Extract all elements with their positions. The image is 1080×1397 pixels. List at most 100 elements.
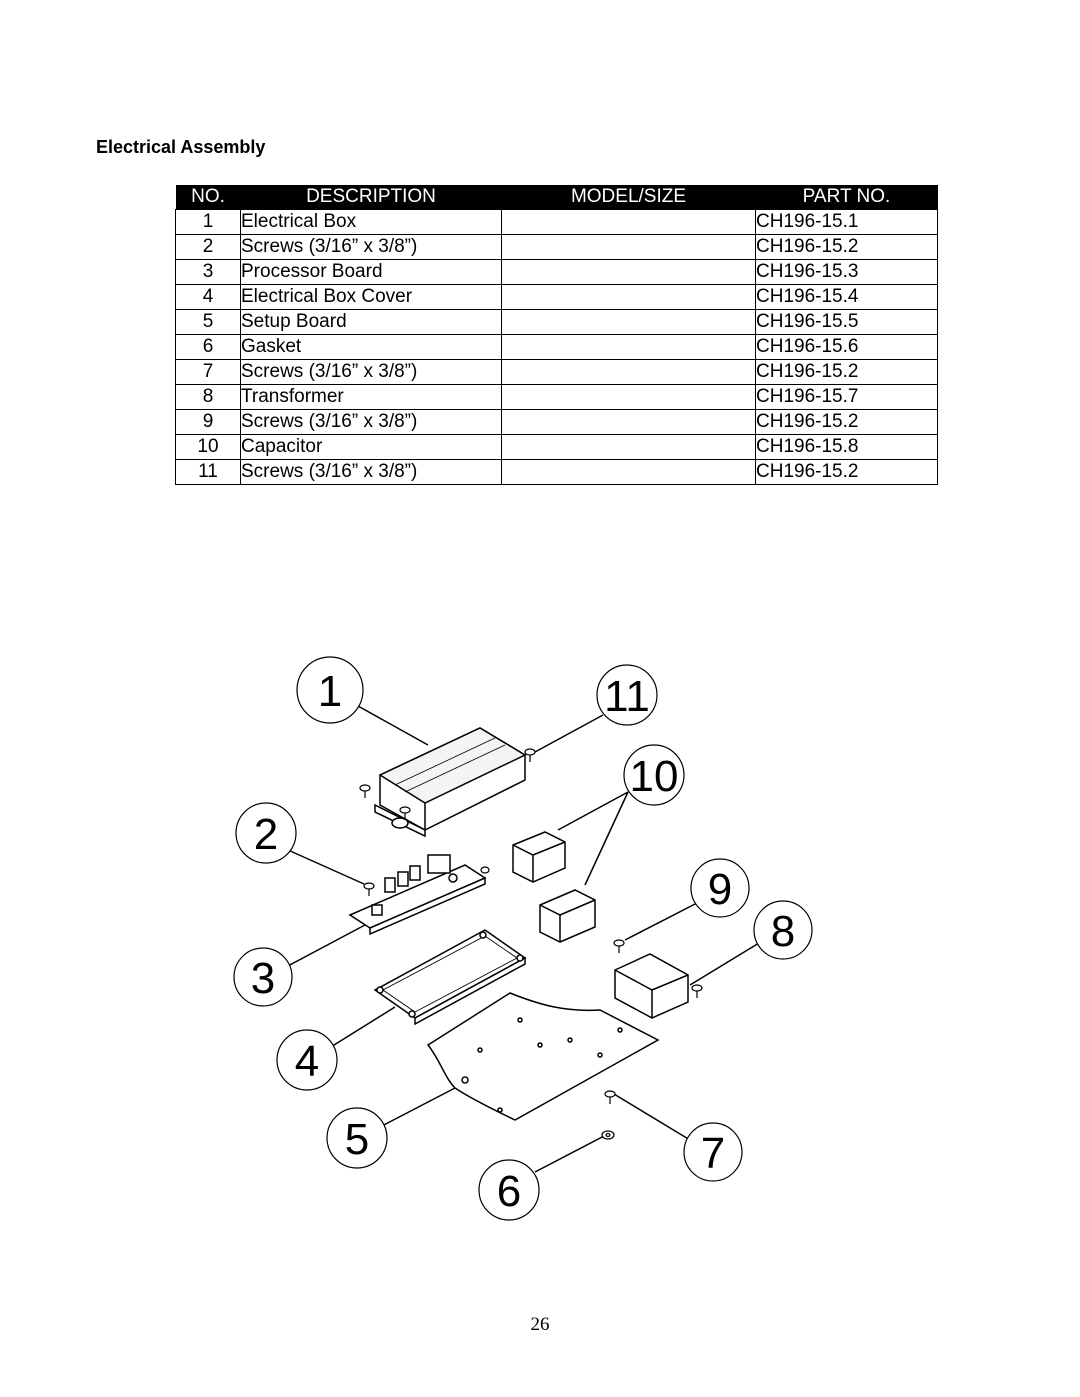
- callout-circle-7: [683, 1122, 743, 1182]
- callout-circles: [233, 656, 813, 1221]
- cell-model-size: [501, 309, 756, 335]
- header-no: NO.: [175, 185, 241, 210]
- cell-part-no: CH196-15.2: [755, 359, 938, 385]
- cell-description: Screws (3/16” x 3/8”): [240, 409, 502, 435]
- cell-description: Gasket: [240, 334, 502, 360]
- callout-label-7: 7: [701, 1129, 725, 1178]
- cell-description: Transformer: [240, 384, 502, 410]
- leader-line-9: [624, 902, 698, 941]
- screw-icon-7: [604, 1090, 616, 1104]
- cell-part-no: CH196-15.5: [755, 309, 938, 335]
- leader-line-8: [689, 942, 760, 986]
- leader-line-3: [285, 916, 381, 968]
- callout-circle-8: [753, 900, 813, 960]
- header-model-size: MODEL/SIZE: [501, 185, 756, 210]
- leader-line-10a: [557, 791, 629, 831]
- cell-part-no: CH196-15.8: [755, 434, 938, 460]
- washer-icon-6: [601, 1130, 615, 1140]
- callout-circle-4: [276, 1029, 338, 1091]
- page-number: 26: [530, 1314, 550, 1335]
- cell-no: 3: [175, 259, 241, 285]
- leader-line-6: [534, 1134, 607, 1173]
- electrical-box-illustration: [374, 727, 527, 838]
- table-header-row: NO. DESCRIPTION MODEL/SIZE PART NO.: [175, 185, 938, 210]
- capacitor-illustration: [512, 831, 596, 943]
- callout-label-8: 8: [771, 907, 795, 956]
- callout-circle-11: [596, 664, 658, 726]
- screw-icon-top-left: [359, 784, 371, 798]
- cell-part-no: CH196-15.3: [755, 259, 938, 285]
- setup-board-illustration: [426, 992, 660, 1121]
- processor-board-illustration: [348, 854, 487, 936]
- callout-circle-6: [478, 1159, 540, 1221]
- callout-label-2: 2: [254, 810, 278, 859]
- cell-part-no: CH196-15.6: [755, 334, 938, 360]
- cell-no: 9: [175, 409, 241, 435]
- cell-no: 6: [175, 334, 241, 360]
- transformer-illustration: [614, 953, 689, 1019]
- cell-part-no: CH196-15.4: [755, 284, 938, 310]
- cell-model-size: [501, 209, 756, 235]
- cell-part-no: CH196-15.2: [755, 409, 938, 435]
- callout-circle-5: [326, 1107, 388, 1169]
- cell-no: 8: [175, 384, 241, 410]
- screw-icon-11: [524, 748, 536, 762]
- cell-model-size: [501, 234, 756, 260]
- cell-description: Screws (3/16” x 3/8”): [240, 359, 502, 385]
- cell-model-size: [501, 359, 756, 385]
- cell-description: Capacitor: [240, 434, 502, 460]
- screw-icon-9: [613, 939, 625, 953]
- leader-line-11: [534, 714, 604, 753]
- cell-model-size: [501, 409, 756, 435]
- cell-description: Setup Board: [240, 309, 502, 335]
- cell-model-size: [501, 259, 756, 285]
- cell-part-no: CH196-15.2: [755, 459, 938, 485]
- leader-line-2: [287, 849, 365, 885]
- cell-no: 5: [175, 309, 241, 335]
- cell-no: 7: [175, 359, 241, 385]
- screw-icon-2: [363, 882, 375, 896]
- cell-description: Electrical Box: [240, 209, 502, 235]
- cell-description: Electrical Box Cover: [240, 284, 502, 310]
- callout-circle-2: [235, 802, 297, 864]
- screw-icons: [359, 748, 703, 1140]
- callout-label-4: 4: [295, 1037, 319, 1086]
- exploded-assembly-diagram: 1 11 10 2 9 8 3 4 5 7 6: [233, 656, 813, 1221]
- screw-icon-box: [399, 806, 411, 820]
- cell-model-size: [501, 384, 756, 410]
- leader-line-5: [377, 1087, 456, 1129]
- leader-line-4: [325, 1006, 396, 1051]
- cell-model-size: [501, 434, 756, 460]
- leader-line-1: [357, 705, 429, 746]
- callout-circle-10: [623, 744, 685, 806]
- leader-line-10b: [584, 791, 629, 886]
- cell-no: 10: [175, 434, 241, 460]
- leader-line-7: [613, 1093, 691, 1141]
- cell-model-size: [501, 334, 756, 360]
- cell-model-size: [501, 284, 756, 310]
- callout-label-11: 11: [604, 672, 650, 721]
- cell-part-no: CH196-15.7: [755, 384, 938, 410]
- box-cover-illustration: [373, 929, 527, 1026]
- screw-icon-8: [691, 984, 703, 998]
- cell-model-size: [501, 459, 756, 485]
- cell-no: 2: [175, 234, 241, 260]
- cell-description: Processor Board: [240, 259, 502, 285]
- cell-no: 4: [175, 284, 241, 310]
- cell-description: Screws (3/16” x 3/8”): [240, 459, 502, 485]
- callout-label-5: 5: [345, 1115, 369, 1164]
- callout-label-10: 10: [630, 752, 679, 801]
- callout-circle-9: [690, 858, 750, 918]
- callout-label-3: 3: [251, 954, 275, 1003]
